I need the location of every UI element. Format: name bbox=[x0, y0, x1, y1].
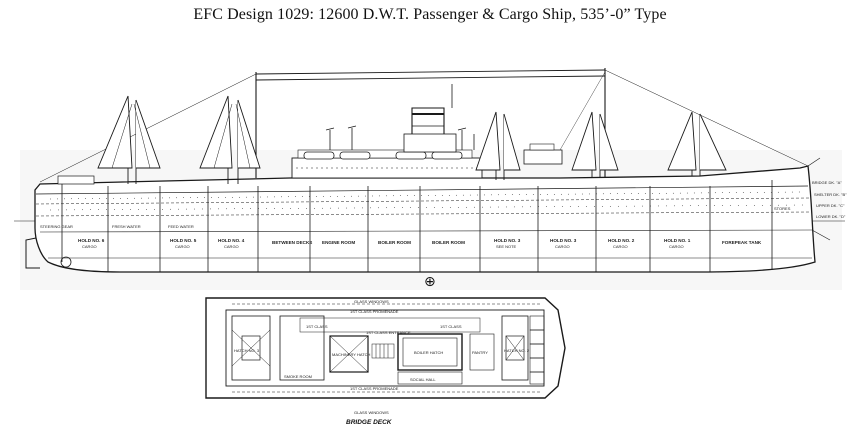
deck-line-c bbox=[35, 197, 811, 205]
smoke-room bbox=[279, 315, 325, 381]
deck-c-label: UPPER DK. "C" bbox=[816, 203, 845, 208]
first-class-left: 1ST CLASS bbox=[306, 324, 328, 329]
aft-stay bbox=[39, 73, 257, 183]
hold-3-label: HOLD NO. 3 bbox=[550, 238, 577, 243]
fore-stay bbox=[604, 69, 809, 167]
hold-4-sub: CARGO bbox=[224, 244, 239, 249]
propeller bbox=[60, 256, 72, 268]
funnel-casing bbox=[403, 133, 457, 153]
entrance-label: 1ST CLASS ENTRANCE bbox=[366, 330, 411, 335]
hold-2-sub: CARGO bbox=[613, 244, 628, 249]
machinery-hatch-label: MACHINERY HATCH bbox=[332, 352, 371, 357]
glass-windows-bottom: GLASS WINDOWS bbox=[354, 410, 389, 415]
first-class-rooms bbox=[299, 317, 481, 333]
deck-line-b bbox=[35, 185, 809, 195]
deck-line-d bbox=[35, 211, 812, 217]
boiler-hatch bbox=[397, 333, 463, 371]
bulkheads bbox=[61, 180, 773, 272]
hold-1-label: HOLD NO. 1 bbox=[664, 238, 691, 243]
hold-3-sub: CARGO bbox=[555, 244, 570, 249]
tank-top-line bbox=[39, 229, 813, 233]
rudder bbox=[25, 237, 40, 269]
aft-hatch-room bbox=[231, 315, 271, 381]
boiler-hatch-inner bbox=[402, 337, 458, 367]
steering-gear-label: STEERING GEAR bbox=[40, 224, 73, 229]
promenade-bottom: 1ST CLASS PROMENADE bbox=[350, 386, 399, 391]
promenade-top: 1ST CLASS PROMENADE bbox=[350, 309, 399, 314]
feed-water-label: FEED WATER bbox=[168, 224, 194, 229]
aft-deckhouse bbox=[57, 175, 95, 185]
hold-6-label: HOLD NO. 6 bbox=[78, 238, 105, 243]
lifeboats bbox=[303, 151, 463, 160]
between-decks-label: BETWEEN DECKS bbox=[272, 240, 312, 245]
page-title: EFC Design 1029: 12600 D.W.T. Passenger … bbox=[193, 6, 667, 23]
deck-a-label: BRIDGE DK. "A" bbox=[812, 180, 842, 185]
hold-3-see-note-sub: SEE NOTE bbox=[496, 244, 517, 249]
deck-b-label: SHELTER DK. "B" bbox=[814, 192, 847, 197]
engine-room-label: ENGINE ROOM bbox=[322, 240, 355, 245]
boiler-room-1-label: BOILER ROOM bbox=[378, 240, 411, 245]
hatch-right-label: HATCH NO. 2 bbox=[504, 348, 530, 353]
first-class-right: 1ST CLASS bbox=[440, 324, 462, 329]
entrance-stairs bbox=[371, 343, 395, 359]
pilot-house bbox=[523, 149, 563, 165]
forepeak-label: FOREPEAK TANK bbox=[722, 240, 762, 245]
fwd-hatch-room bbox=[501, 315, 529, 381]
ventilators bbox=[325, 125, 475, 150]
plan-labels: GLASS WINDOWS GLASS WINDOWS 1ST CLASS PR… bbox=[234, 299, 530, 426]
fresh-water-label: FRESH WATER bbox=[112, 224, 141, 229]
hold-3-see-note-label: HOLD NO. 3 bbox=[494, 238, 521, 243]
hold-4-label: HOLD NO. 4 bbox=[218, 238, 245, 243]
pantry-room bbox=[469, 333, 495, 371]
boat-deck bbox=[297, 149, 473, 159]
hold-1-sub: CARGO bbox=[669, 244, 684, 249]
social-hall bbox=[397, 371, 463, 385]
glass-windows-top: GLASS WINDOWS bbox=[354, 299, 389, 304]
bridge-deck-plan bbox=[205, 297, 566, 399]
social-hall-label: SOCIAL HALL bbox=[410, 377, 436, 382]
wireless-aerial-2 bbox=[255, 75, 606, 81]
chart-house bbox=[529, 143, 555, 151]
pantry-label: PANTRY bbox=[472, 350, 488, 355]
bridge-front-cabins bbox=[529, 315, 545, 385]
hull-outline bbox=[34, 165, 816, 273]
stores-label: STORES bbox=[774, 206, 791, 211]
profile-labels: HOLD NO. 6 CARGO HOLD NO. 5 CARGO HOLD N… bbox=[40, 180, 847, 290]
bow-stem bbox=[807, 157, 831, 241]
smoke-room-label: SMOKE ROOM bbox=[284, 374, 312, 379]
hatch-left-label: HATCH NO. 3 bbox=[234, 348, 260, 353]
aerial-lead bbox=[559, 71, 606, 151]
hatch-no2 bbox=[505, 335, 525, 361]
bridge-deck-label: BRIDGE DECK bbox=[346, 419, 393, 426]
boiler-room-2-label: BOILER ROOM bbox=[432, 240, 465, 245]
midship-symbol: ⊕ bbox=[424, 274, 436, 290]
plan-outline bbox=[205, 297, 566, 399]
hold-2-label: HOLD NO. 2 bbox=[608, 238, 635, 243]
hold-5-label: HOLD NO. 5 bbox=[170, 238, 197, 243]
wireless-aerial bbox=[255, 69, 606, 75]
profile-elevation bbox=[14, 68, 845, 273]
machinery-hatch bbox=[329, 335, 369, 373]
deck-d-label: LOWER DK. "D" bbox=[816, 214, 846, 219]
boiler-hatch-label: BOILER HATCH bbox=[414, 350, 443, 355]
hold-5-sub: CARGO bbox=[175, 244, 190, 249]
hold-6-sub: CARGO bbox=[82, 244, 97, 249]
cargo-derricks bbox=[97, 95, 727, 184]
hatch-no3 bbox=[241, 335, 261, 361]
